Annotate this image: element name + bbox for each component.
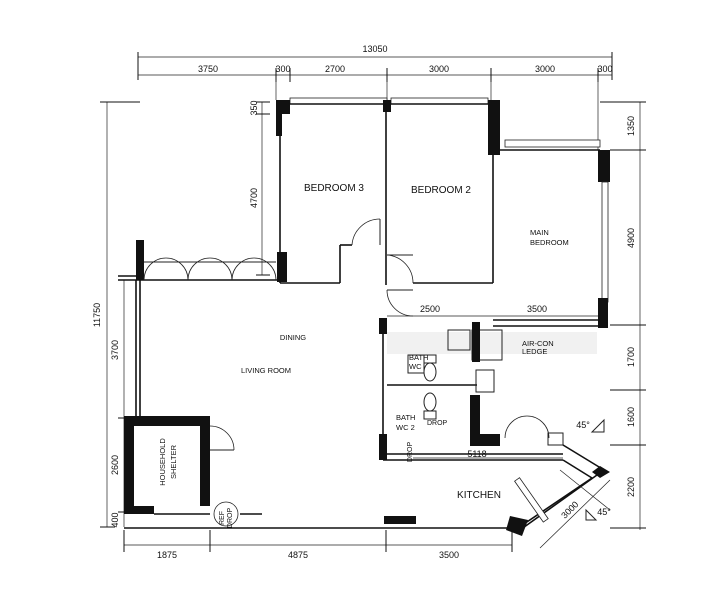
dim-bottom-2: 4875: [288, 550, 308, 560]
room-bedroom-3: BEDROOM 3: [304, 183, 364, 194]
refuse-drop-bath: DROP: [427, 420, 448, 427]
room-bath-1-line2: WC: [409, 362, 422, 371]
room-dining: DINING: [280, 333, 306, 342]
dim-top-4: 3000: [429, 64, 449, 74]
bottom-dimensions: 1875 4875 3500: [123, 530, 513, 560]
dim-left-1: 3700: [110, 340, 120, 360]
dim-left-inner-1: 350: [249, 100, 259, 115]
dim-right-5: 2200: [626, 477, 636, 497]
room-bath-2-line2: WC 2: [396, 423, 415, 432]
doors: [351, 218, 550, 439]
left-dimensions: 11750 3700 2600 400 350 4700: [92, 100, 270, 528]
dim-top-2: 300: [275, 64, 290, 74]
dim-right-3: 1700: [626, 347, 636, 367]
room-main-bedroom-line1: MAIN: [530, 228, 549, 237]
room-aircon-line2: LEDGE: [522, 347, 547, 356]
dim-kitchen-diagonal: 3000: [559, 499, 580, 520]
room-main-bedroom-line2: BEDROOM: [530, 238, 569, 247]
refuse-drop-bottom-1: REF: [219, 511, 226, 525]
interior-dimensions: 2500 3500 5118: [387, 304, 598, 459]
room-aircon-line1: AIR-CON: [522, 339, 554, 348]
room-shelter-line2: SHELTER: [169, 444, 178, 479]
dim-right-2: 4900: [626, 228, 636, 248]
dim-angle-lower: 45°: [597, 507, 611, 517]
dim-kitchen-width: 5118: [467, 449, 486, 459]
room-bath-1-line1: BATH: [409, 353, 428, 362]
kitchen-diagonal: 3000 45° 45°: [506, 418, 611, 549]
dim-angle-upper: 45°: [576, 420, 590, 430]
room-bath-2-line1: BATH: [396, 413, 415, 422]
room-living: LIVING ROOM: [241, 366, 291, 375]
room-bedroom-2: BEDROOM 2: [411, 185, 471, 196]
right-dimensions: 1350 4900 1700 1600 2200: [600, 101, 646, 530]
dim-left-3: 400: [110, 512, 120, 527]
dim-top-1: 3750: [198, 64, 218, 74]
bath-fixtures: [407, 322, 564, 446]
refuse-drop-corner: DROP: [407, 442, 414, 463]
dim-top-3: 2700: [325, 64, 345, 74]
dim-left-inner-2: 4700: [249, 188, 259, 208]
dim-right-1: 1350: [626, 116, 636, 136]
dim-left-overall: 11750: [92, 303, 102, 327]
refuse-drop-bottom-2: DROP: [227, 508, 234, 529]
walls: [118, 97, 610, 529]
dim-bottom-1: 1875: [157, 550, 177, 560]
dim-main-bedroom-width: 3500: [527, 304, 547, 314]
room-shelter-line1: HOUSEHOLD: [158, 438, 167, 486]
dim-right-4: 1600: [626, 407, 636, 427]
dim-top-5: 3000: [535, 64, 555, 74]
dim-left-2: 2600: [110, 455, 120, 475]
room-labels: BEDROOM 3 BEDROOM 2 MAIN BEDROOM DINING …: [158, 183, 569, 528]
dim-top-6: 300: [597, 64, 612, 74]
top-dimensions: 13050 3750 300 2700 3000 3000 300: [137, 44, 613, 150]
room-kitchen: KITCHEN: [457, 490, 501, 501]
dim-bottom-3: 3500: [439, 550, 459, 560]
dim-bath-width: 2500: [420, 304, 440, 314]
dim-overall-width: 13050: [362, 44, 387, 54]
